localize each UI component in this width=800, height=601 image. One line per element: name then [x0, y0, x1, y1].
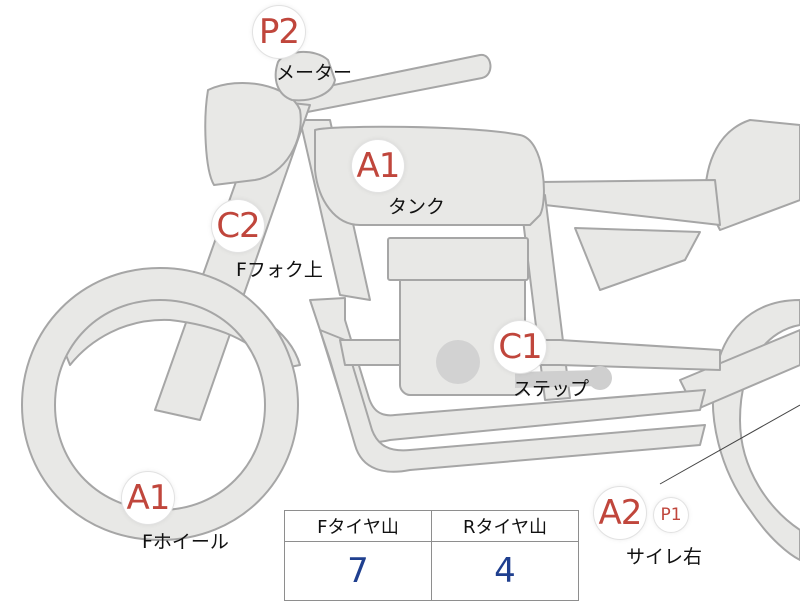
side-cover	[574, 227, 701, 291]
label-fork: Fフォク上	[236, 259, 323, 281]
handlebar	[284, 53, 492, 116]
label-step: ステップ	[513, 378, 590, 400]
silencer-leader-line	[659, 404, 800, 485]
label-tank: タンク	[388, 196, 446, 218]
badge-silencer-secondary-code: P1	[654, 498, 688, 532]
meter	[274, 51, 336, 102]
badge-silencer-code: A2	[594, 487, 646, 539]
front-tire-value: 7	[284, 541, 432, 601]
tire-table-value-row: 7 4	[284, 541, 579, 601]
engine-head	[387, 237, 529, 281]
label-meter: メーター	[276, 62, 353, 84]
label-silencer: サイレ右	[626, 546, 703, 568]
badge-step-code: C1	[494, 321, 546, 373]
headlight	[204, 82, 302, 186]
step-bar	[515, 370, 600, 388]
label-front-wheel: Fホイール	[142, 531, 229, 553]
rear-frame	[704, 119, 800, 231]
rear-tire-header: Rタイヤ山	[431, 510, 579, 542]
badge-tank-code: A1	[352, 140, 404, 192]
badge-front-wheel-code: A1	[122, 472, 174, 524]
tire-tread-table: Fタイヤ山 Rタイヤ山 7 4	[284, 510, 579, 601]
tire-table-header-row: Fタイヤ山 Rタイヤ山	[284, 510, 579, 542]
badge-meter-code: P2	[253, 6, 305, 58]
front-tire-header: Fタイヤ山	[284, 510, 432, 542]
exhaust-lower	[319, 329, 706, 473]
badge-fork-code: C2	[212, 200, 264, 252]
rear-tire-value: 4	[431, 541, 579, 601]
seat	[539, 179, 721, 226]
engine-cover-circle	[436, 340, 480, 384]
